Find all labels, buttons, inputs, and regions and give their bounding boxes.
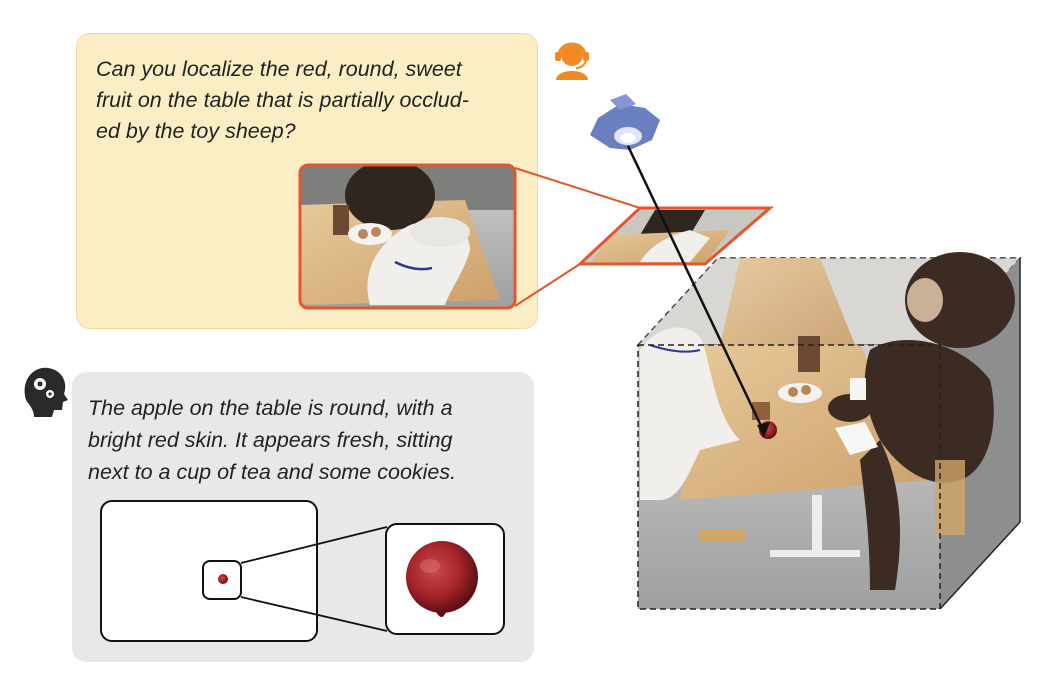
camera-ray-arrowhead [757,422,770,438]
answer-line: The apple on the table is round, with a [88,396,453,420]
zoom-line-top [240,526,388,564]
zoom-line-bottom [240,596,388,632]
answer-text: The apple on the table is round, with a … [88,392,528,488]
question-line: ed by the toy sheep? [96,119,296,143]
camera-ray [626,145,766,433]
thumbnail-highlight-frame [298,163,517,310]
user-headset-icon [555,42,589,80]
question-text: Can you localize the red, round, sweet f… [96,54,536,147]
projection-line-bottom [514,263,581,307]
answer-line: next to a cup of tea and some cookies. [88,460,457,484]
zoomed-apple [406,541,478,617]
answer-line: bright red skin. It appears fresh, sitti… [88,428,453,452]
view-thumbnail [300,165,515,308]
question-line: fruit on the table that is partially occ… [96,88,469,112]
projection-line-top [514,167,641,209]
scene-cube [636,252,1022,610]
camera-icon [590,94,660,150]
question-line: Can you localize the red, round, sweet [96,57,462,81]
mask-apple [218,574,228,584]
head-gears-icon [24,367,69,417]
view-plane [576,206,775,266]
